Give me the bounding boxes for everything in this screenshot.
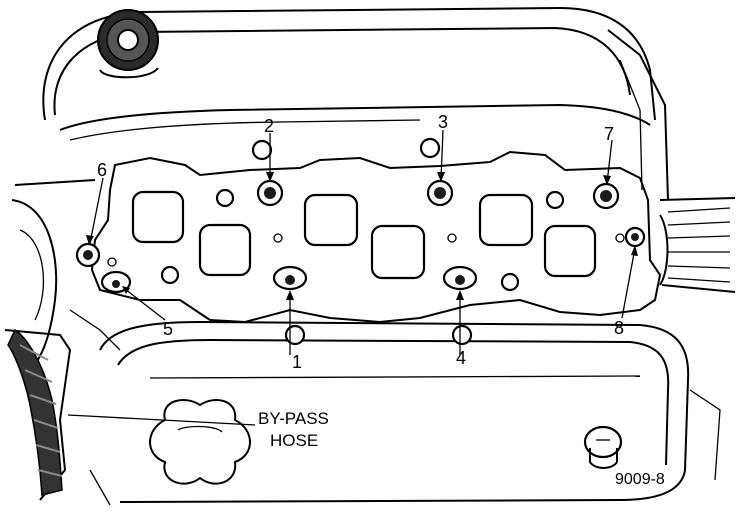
callout-5: 5 (163, 319, 173, 339)
cover-bolt-right (583, 425, 623, 469)
oil-filler-cap (97, 9, 159, 79)
right-side-pipe (659, 197, 736, 481)
manifold-bolts (75, 137, 646, 346)
by-pass-label-line1: BY-PASS (258, 409, 329, 428)
intake-manifold-gasket (90, 150, 662, 324)
callout-1: 1 (292, 352, 302, 372)
by-pass-label-line2: HOSE (270, 431, 318, 450)
figure-code: 9009-8 (615, 471, 665, 488)
callout-leaders (67, 129, 638, 426)
callout-6: 6 (97, 160, 107, 180)
callout-3: 3 (438, 112, 448, 132)
callout-7: 7 (604, 124, 614, 144)
callout-numbers: 1 2 3 4 5 6 7 8 (97, 112, 624, 372)
by-pass-hose (7, 328, 63, 496)
callout-8: 8 (614, 318, 624, 338)
callout-4: 4 (456, 348, 466, 368)
callout-2: 2 (264, 116, 274, 136)
lower-valve-cover (89, 320, 690, 506)
